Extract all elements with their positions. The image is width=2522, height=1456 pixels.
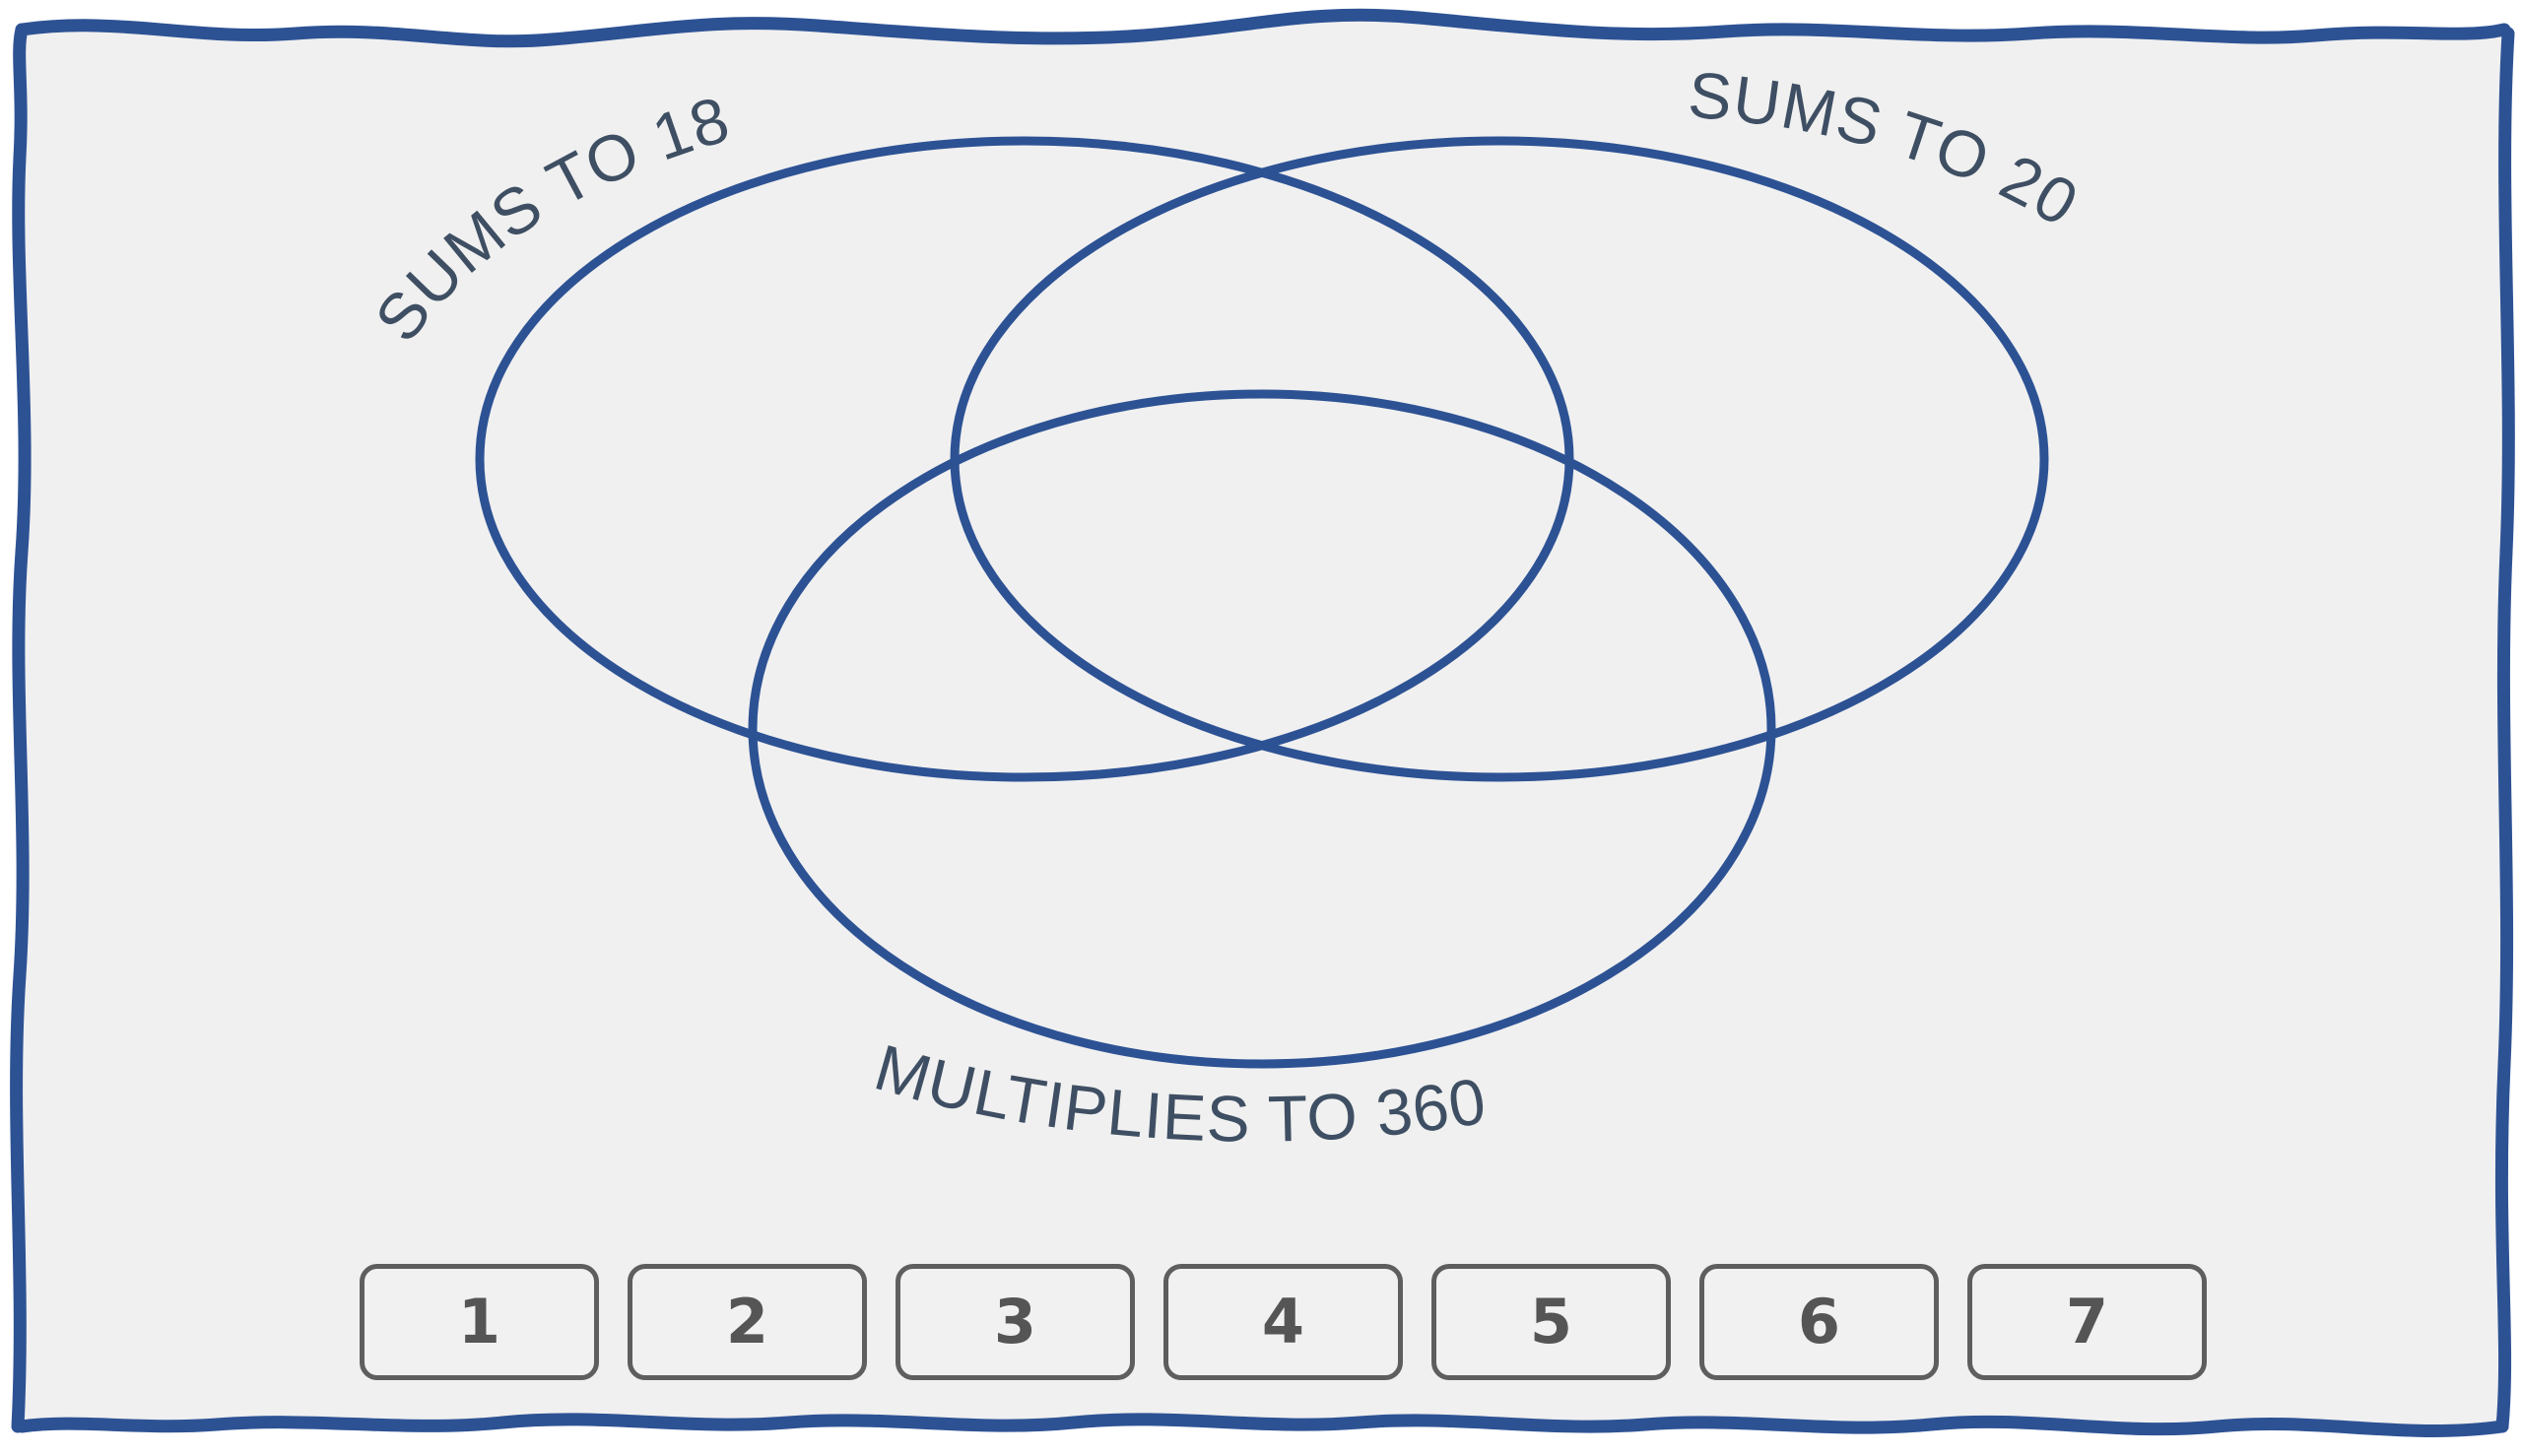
number-tile-4[interactable]: 4	[1163, 1264, 1403, 1380]
number-tile-digit: 4	[1261, 1286, 1305, 1357]
number-tile-digit: 7	[2065, 1286, 2109, 1357]
number-tile-digit: 3	[993, 1286, 1037, 1357]
number-tile-row: 1 2 3 4 5 6 7	[360, 1264, 2207, 1380]
number-tile-3[interactable]: 3	[896, 1264, 1135, 1380]
number-tile-1[interactable]: 1	[360, 1264, 599, 1380]
number-tile-6[interactable]: 6	[1699, 1264, 1939, 1380]
board-frame-fill	[22, 15, 2504, 1431]
number-tile-digit: 5	[1529, 1286, 1573, 1357]
number-tile-7[interactable]: 7	[1967, 1264, 2207, 1380]
board-frame-border-left	[10, 23, 32, 1433]
number-tile-digit: 2	[725, 1286, 769, 1357]
number-tile-2[interactable]: 2	[628, 1264, 867, 1380]
board-frame-border-right	[2494, 27, 2515, 1433]
number-tile-digit: 1	[457, 1286, 501, 1357]
board-frame-border	[15, 8, 2511, 48]
board-frame-border-bottom	[15, 1413, 2509, 1437]
venn-set-multiplies-360[interactable]	[748, 389, 1776, 1069]
number-tile-digit: 6	[1797, 1286, 1841, 1357]
number-tile-5[interactable]: 5	[1431, 1264, 1671, 1380]
